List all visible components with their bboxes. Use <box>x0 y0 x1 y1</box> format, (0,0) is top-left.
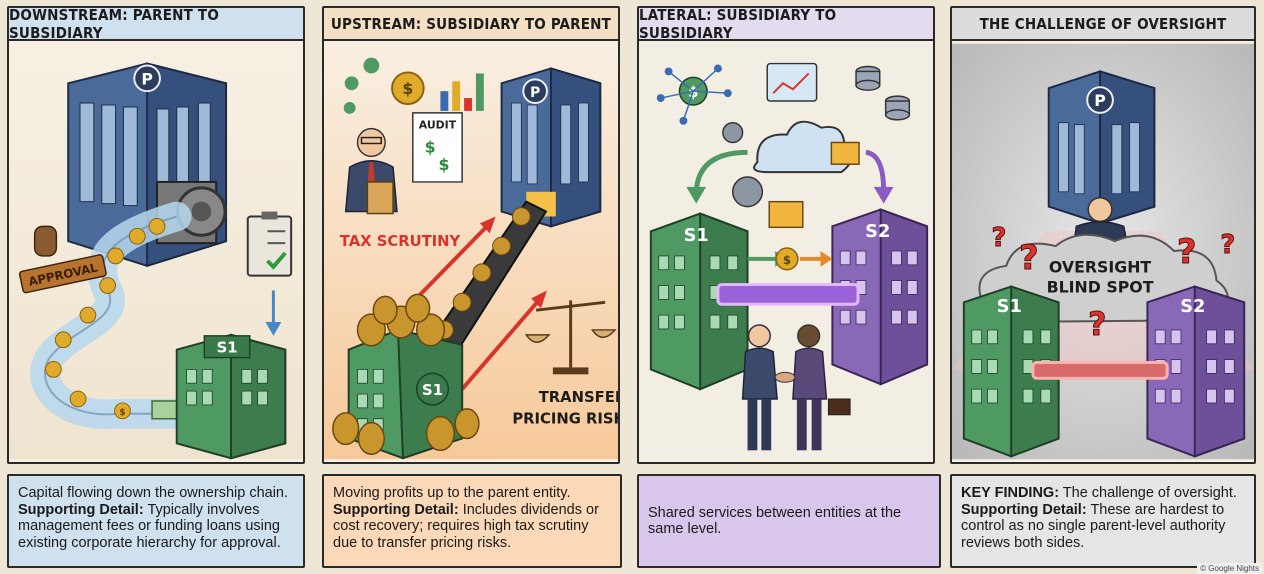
card-lead: Shared services between entities at the … <box>648 504 902 538</box>
gear-icon <box>731 176 764 208</box>
card-detail-text: Includes dividends or cost recovery; req… <box>333 501 599 551</box>
question-mark: ? <box>1220 230 1235 260</box>
coin-label: $ <box>119 408 125 418</box>
sub-label: S1 <box>217 340 238 357</box>
hidden-pipe <box>1031 361 1169 380</box>
panel-lateral: LATERAL: SUBSIDIARY TO SUBSIDIARY $ <box>637 6 935 464</box>
card-lead: Capital flowing down the ownership chain… <box>18 485 289 501</box>
svg-text:P: P <box>530 85 540 101</box>
panel-oversight: THE CHALLENGE OF OVERSIGHT P <box>950 6 1256 464</box>
cloud-line2: BLIND SPOT <box>1047 277 1154 296</box>
svg-text:$: $ <box>783 253 791 267</box>
svg-text:S2: S2 <box>865 222 890 242</box>
scales-icon <box>524 300 617 375</box>
subsidiary-building: S1 <box>175 333 287 460</box>
card-downstream: Capital flowing down the ownership chain… <box>7 474 305 568</box>
cloud-line1: OVERSIGHT <box>1049 258 1152 277</box>
subsidiary-s1-building: S1 <box>962 285 1060 458</box>
panel-title: THE CHALLENGE OF OVERSIGHT <box>952 8 1254 41</box>
network-icon: $ <box>656 64 732 125</box>
svg-text:$: $ <box>402 79 413 98</box>
parent-building: P <box>500 67 602 228</box>
handshake-figures <box>741 324 851 451</box>
credit-badge: © Google Nights <box>1197 563 1262 574</box>
card-detail-label: Supporting Detail: <box>18 501 144 518</box>
oversight-illustration: P OVERSIGHT BLIND SPOT ? ? ? ? ? <box>952 43 1254 460</box>
card-lead: Moving profits up to the parent entity. <box>333 485 571 501</box>
subsidiary-s2-building: S2 <box>1146 285 1246 458</box>
cloud-icon <box>753 120 852 174</box>
card-detail-label: Supporting Detail: <box>333 501 459 518</box>
svg-text:$: $ <box>425 137 436 156</box>
approval-stamp: APPROVAL <box>18 225 107 294</box>
panel-downstream: DOWNSTREAM: PARENT TO SUBSIDIARY P <box>7 6 305 464</box>
question-mark: ? <box>1019 238 1038 277</box>
panel-title: LATERAL: SUBSIDIARY TO SUBSIDIARY <box>639 8 933 42</box>
panel-title: DOWNSTREAM: PARENT TO SUBSIDIARY <box>9 8 303 42</box>
svg-text:AUDIT: AUDIT <box>419 119 457 132</box>
svg-text:$: $ <box>438 155 449 174</box>
parent-label: P <box>141 69 153 88</box>
audit-document: AUDIT $ $ <box>412 112 463 183</box>
gear-icon <box>722 122 744 144</box>
upstream-illustration: $ AUDIT $ $ TAX SCRUTINY <box>324 43 618 460</box>
question-mark: ? <box>991 223 1006 253</box>
card-detail-label: Supporting Detail: <box>961 501 1087 518</box>
clipboard-icon <box>246 211 293 336</box>
svg-text:S1: S1 <box>684 226 709 246</box>
panel-upstream: UPSTREAM: SUBSIDIARY TO PARENT $ <box>322 6 620 464</box>
lateral-pipe <box>716 283 860 306</box>
parent-building: P <box>1047 70 1156 225</box>
tax-scrutiny-label: TAX SCRUTINY <box>340 233 461 250</box>
database-icon <box>855 65 911 121</box>
question-mark: ? <box>1177 232 1196 271</box>
svg-text:S1: S1 <box>997 297 1022 317</box>
folder-icon <box>768 200 804 229</box>
card-oversight: KEY FINDING: The challenge of oversight.… <box>950 474 1256 568</box>
svg-text:S1: S1 <box>422 382 443 399</box>
subsidiary-s2-building: S2 <box>831 208 929 386</box>
lateral-illustration: $ <box>639 43 933 460</box>
transfer-risk-line1: TRANSFER <box>539 389 618 406</box>
card-lead: The challenge of oversight. <box>1059 485 1237 501</box>
card-upstream: Moving profits up to the parent entity. … <box>322 474 622 568</box>
card-lateral: Shared services between entities at the … <box>637 474 941 568</box>
card-detail-text: These are hardest to control as no singl… <box>961 501 1226 551</box>
svg-text:P: P <box>1094 91 1106 110</box>
question-mark: ? <box>1088 307 1106 343</box>
auditor-figure <box>344 127 398 215</box>
card-detail-text: Typically involves management fees or fu… <box>18 501 281 551</box>
finance-icons: $ <box>343 57 484 114</box>
downstream-illustration: P $ APPROVAL <box>9 43 303 460</box>
svg-text:S2: S2 <box>1180 297 1205 317</box>
card-lead-label: KEY FINDING: <box>961 485 1060 501</box>
folder-icon <box>830 141 860 165</box>
panel-title: UPSTREAM: SUBSIDIARY TO PARENT <box>324 8 618 41</box>
monitor-icon <box>766 62 818 102</box>
transfer-risk-line2: PRICING RISK <box>512 411 618 428</box>
